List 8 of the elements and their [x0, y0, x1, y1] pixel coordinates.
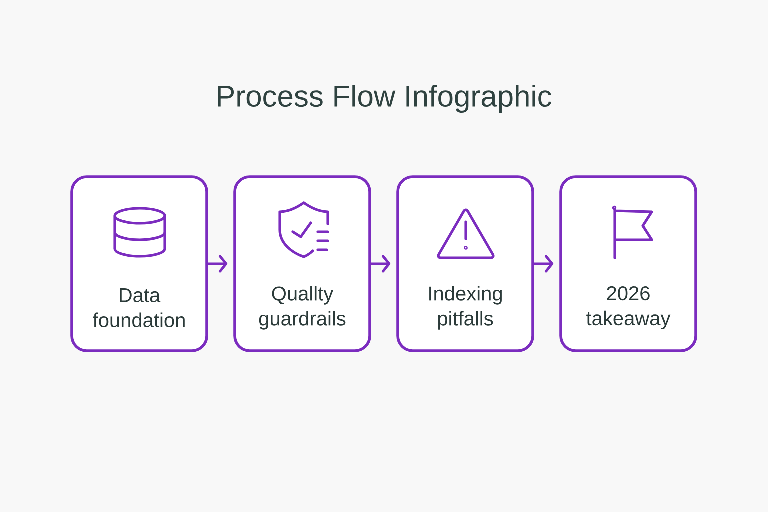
title: Process Flow Infographic — [218, 85, 552, 113]
process-box: Data foundation — [70, 176, 208, 352]
process-box: Indexing pitfalls — [396, 176, 534, 352]
arrow — [533, 255, 554, 273]
arrow — [207, 255, 228, 273]
process-box: 2026 takeaway — [560, 176, 698, 352]
arrow — [370, 255, 391, 273]
process-box: Quallty guardrails — [234, 176, 372, 352]
